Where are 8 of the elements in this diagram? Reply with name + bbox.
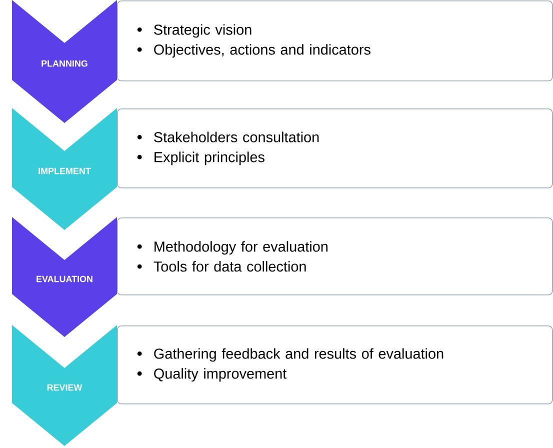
- bullet-list-box: Stakeholders consultation Explicit principles: [117, 108, 553, 188]
- bullet-list-box: Gathering feedback and results of evaluation Quality improvement: [117, 326, 553, 404]
- chevron-step: IMPLEMENT: [12, 108, 117, 230]
- chevron-step: EVALUATION: [12, 217, 117, 337]
- bullet-list-box: Methodology for evaluation Tools for data collection: [117, 218, 553, 296]
- bullet-list-box: Strategic vision Objectives, actions and indicators: [117, 0, 553, 82]
- chevron-step: PLANNING: [12, 0, 117, 123]
- chevron-step: REVIEW: [12, 325, 117, 446]
